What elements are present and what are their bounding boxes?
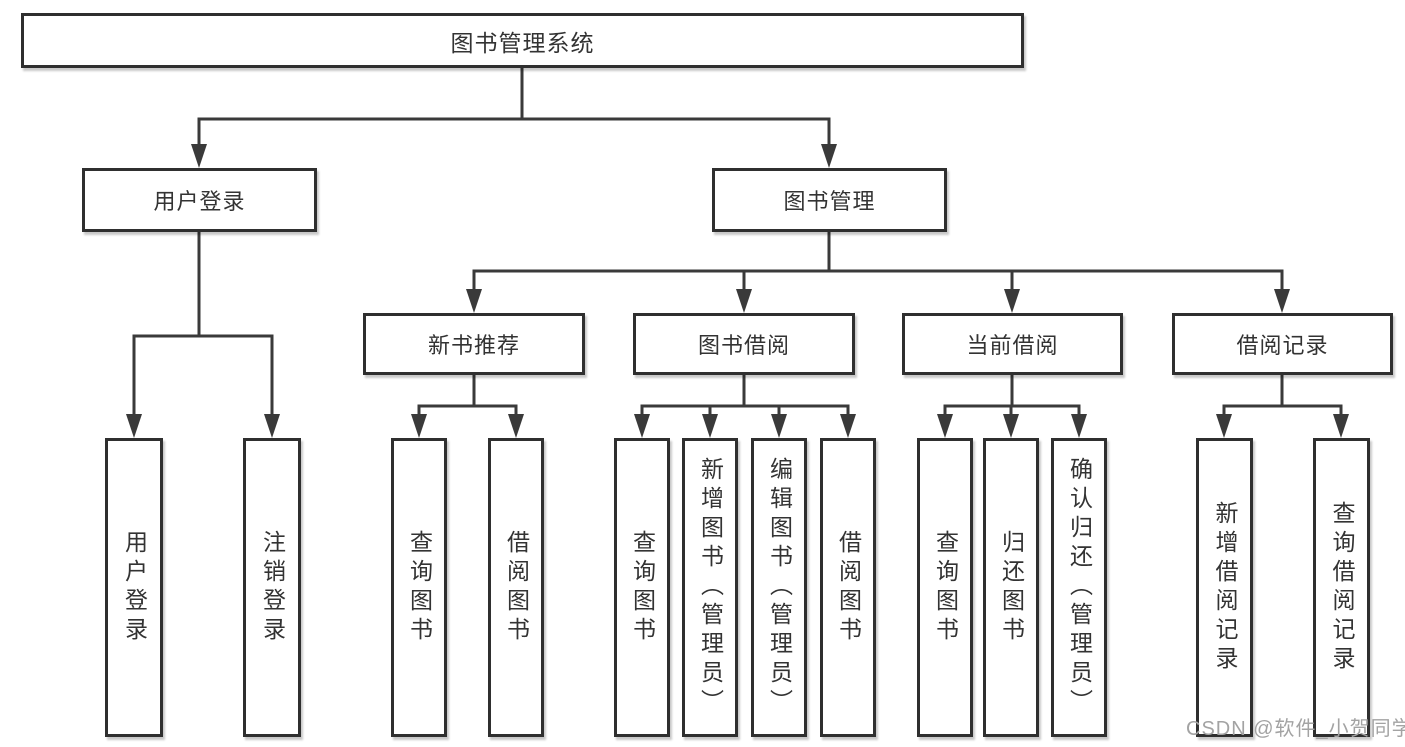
leaf-add-book-admin: 新增图书（管理员） — [682, 438, 738, 737]
node-label: 借阅记录 — [1236, 333, 1329, 358]
leaf-label: 借阅图书 — [835, 529, 862, 646]
leaf-borrow-book: 借阅图书 — [820, 438, 876, 737]
leaf-label: 查询图书 — [932, 529, 959, 646]
leaf-confirm-return-admin: 确认归还（管理员） — [1051, 438, 1107, 737]
node-book-management: 图书管理 — [712, 168, 947, 232]
leaf-label: 查询借阅记录 — [1329, 500, 1355, 675]
leaf-label: 新增图书（管理员） — [697, 457, 724, 718]
leaf-label: 归还图书 — [998, 529, 1025, 646]
leaf-edit-book-admin: 编辑图书（管理员） — [751, 438, 807, 737]
node-current-borrow: 当前借阅 — [902, 313, 1123, 375]
leaf-label: 新增借阅记录 — [1212, 500, 1238, 675]
node-borrow-records: 借阅记录 — [1172, 313, 1393, 375]
leaf-query-book-recommend: 查询图书 — [391, 438, 447, 737]
leaf-label: 确认归还（管理员） — [1066, 457, 1093, 718]
leaf-query-borrow-record: 查询借阅记录 — [1313, 438, 1370, 737]
leaf-return-book: 归还图书 — [983, 438, 1039, 737]
watermark: CSDN @软件_小贺同学 — [1186, 718, 1405, 740]
node-library-management-system: 图书管理系统 — [21, 13, 1024, 68]
leaf-query-book-borrow: 查询图书 — [614, 438, 670, 737]
node-label: 当前借阅 — [966, 333, 1059, 358]
leaf-label: 用户登录 — [121, 529, 148, 646]
leaf-logout-login: 注销登录 — [243, 438, 301, 737]
node-new-book-recommend: 新书推荐 — [363, 313, 585, 375]
leaf-label: 注销登录 — [259, 529, 286, 646]
leaf-borrow-book-recommend: 借阅图书 — [488, 438, 544, 737]
node-label: 图书管理系统 — [450, 29, 595, 56]
leaf-query-book-current: 查询图书 — [917, 438, 973, 737]
node-label: 用户登录 — [153, 189, 246, 214]
node-label: 图书借阅 — [697, 333, 790, 358]
node-user-login: 用户登录 — [82, 168, 317, 232]
arrowhead-group — [126, 144, 1349, 438]
leaf-label: 借阅图书 — [503, 529, 530, 646]
node-label: 图书管理 — [783, 189, 876, 214]
leaf-user-login: 用户登录 — [105, 438, 163, 737]
leaf-label: 查询图书 — [406, 529, 433, 646]
leaf-label: 查询图书 — [629, 529, 656, 646]
node-label: 新书推荐 — [427, 333, 520, 358]
leaf-add-borrow-record: 新增借阅记录 — [1196, 438, 1253, 737]
leaf-label: 编辑图书（管理员） — [766, 457, 793, 718]
node-book-borrow: 图书借阅 — [633, 313, 855, 375]
